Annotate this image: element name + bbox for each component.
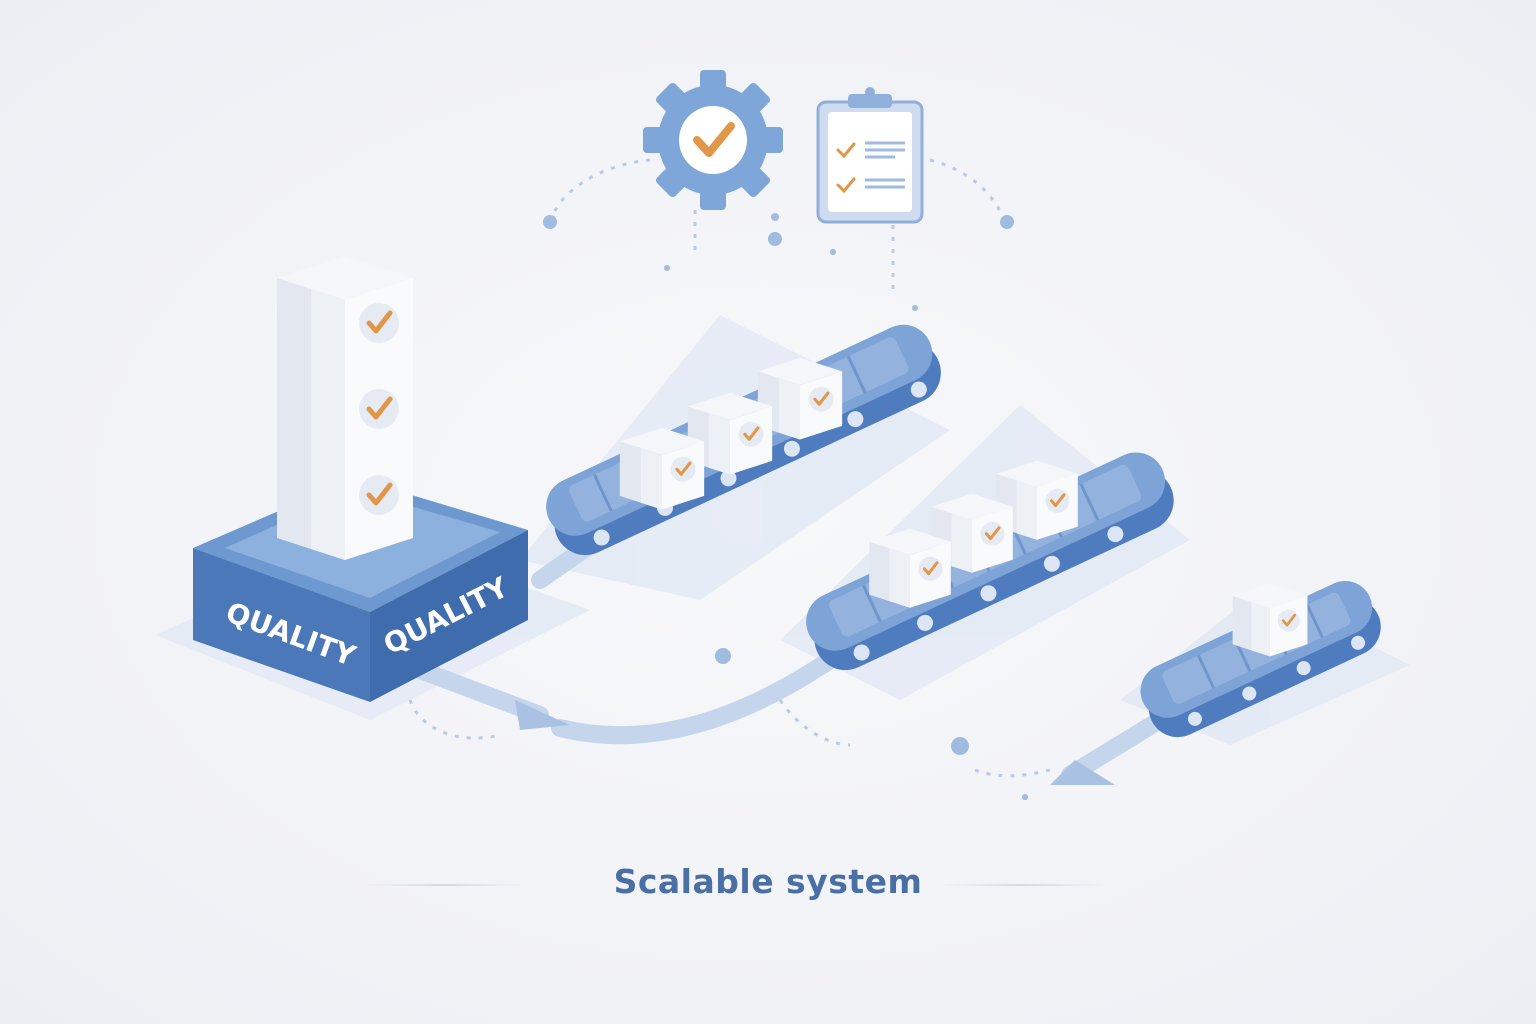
- clipboard-checklist-icon: [816, 87, 924, 224]
- dotted-connectors: [408, 158, 1051, 778]
- box-check-icon: [620, 428, 704, 510]
- arrow-head-2: [1050, 760, 1115, 785]
- box-check-icon: [869, 529, 951, 608]
- gear-check-icon: [643, 70, 783, 210]
- caption: Scalable system: [613, 862, 923, 901]
- dots: [543, 213, 1028, 800]
- box-check-icon: [1233, 584, 1308, 657]
- caption-rule-left: [362, 884, 527, 886]
- caption-rule-right: [940, 884, 1105, 886]
- arrow-head-1: [515, 700, 570, 730]
- box-check-icon: [277, 256, 413, 388]
